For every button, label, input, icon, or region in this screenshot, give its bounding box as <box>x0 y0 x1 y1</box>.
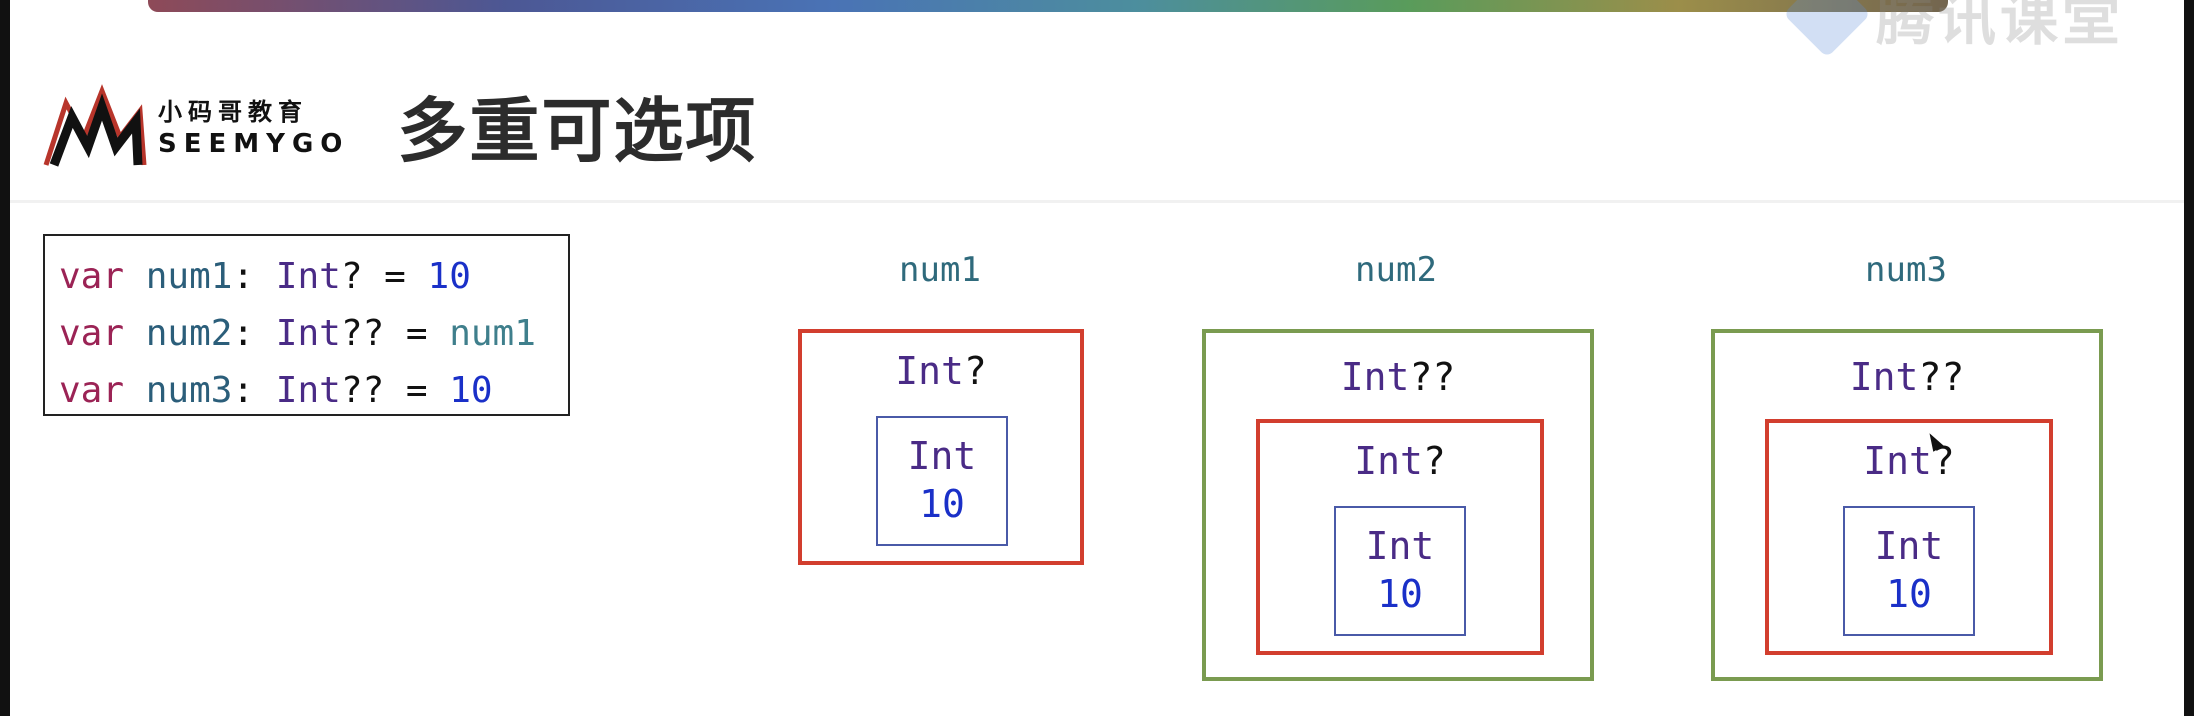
watermark-text: 腾讯课堂 <box>1876 0 2125 53</box>
code-block: var num1: Int? = 10 var num2: Int?? = nu… <box>43 234 570 416</box>
colon: : <box>232 313 276 354</box>
colon: : <box>232 256 276 297</box>
value-type: Int <box>1365 524 1435 568</box>
value-type: Int <box>907 434 977 478</box>
logo-mountain-icon <box>43 84 147 167</box>
assigned-value: 10 <box>427 256 471 297</box>
optional-mark: ? <box>963 349 987 393</box>
keyword: var <box>59 313 125 354</box>
watermark: 腾讯课堂 <box>1783 0 2125 58</box>
optional-mark: ?? <box>1409 355 1456 399</box>
value: 10 <box>1377 572 1423 616</box>
num2-optional-box: Int? Int 10 <box>1256 419 1544 655</box>
type-name: Int <box>1354 439 1423 483</box>
page-title: 多重可选项 <box>397 89 758 172</box>
logo-text: 小码哥教育 SEEMYGO <box>158 92 349 159</box>
value: 10 <box>919 482 965 526</box>
num3-optional-box: Int? Int 10 <box>1765 419 2053 655</box>
num3-double-optional-box: Int?? Int? Int 10 <box>1711 329 2103 681</box>
num1-label: num1 <box>899 250 981 290</box>
variable-name: num2 <box>145 313 233 354</box>
num3-mid-type: Int? <box>1769 439 2049 483</box>
num2-mid-type: Int? <box>1260 439 1540 483</box>
num2-value-box: Int 10 <box>1334 506 1466 636</box>
variable-name: num1 <box>145 256 233 297</box>
slide-header: 小码哥教育 SEEMYGO 多重可选项 <box>40 70 757 180</box>
value-type: Int <box>1874 524 1944 568</box>
keyword: var <box>59 256 125 297</box>
left-edge-bar <box>0 0 10 716</box>
variable-name: num3 <box>145 370 233 411</box>
equals: = <box>362 256 428 297</box>
watermark-logo-icon <box>1783 0 1871 58</box>
type-name: Int <box>275 256 341 297</box>
type-name: Int <box>1849 355 1919 399</box>
type-name: Int <box>895 349 964 393</box>
type-name: Int <box>1863 439 1932 483</box>
optional-mark: ?? <box>340 370 385 411</box>
code-line-2: var num2: Int?? = num1 <box>59 305 568 362</box>
keyword: var <box>59 370 125 411</box>
num1-value-box: Int 10 <box>876 416 1008 546</box>
type-name: Int <box>275 313 341 354</box>
optional-mark: ?? <box>340 313 385 354</box>
value: 10 <box>1886 572 1932 616</box>
top-color-strip <box>0 0 2194 12</box>
code-line-3: var num3: Int?? = 10 <box>59 362 568 419</box>
code-line-1: var num1: Int? = 10 <box>59 248 568 305</box>
optional-mark: ? <box>1931 439 1955 483</box>
num1-outer-type: Int? <box>802 349 1080 393</box>
num3-label: num3 <box>1865 250 1947 290</box>
logo: 小码哥教育 SEEMYGO <box>40 81 349 169</box>
logo-english-name: SEEMYGO <box>158 128 350 159</box>
num2-double-optional-box: Int?? Int? Int 10 <box>1202 329 1594 681</box>
assigned-value: num1 <box>449 313 536 354</box>
logo-chinese-name: 小码哥教育 <box>158 97 308 126</box>
num2-label: num2 <box>1355 250 1437 290</box>
header-divider <box>10 200 2184 203</box>
type-name: Int <box>1340 355 1410 399</box>
num2-outer-type: Int?? <box>1206 355 1590 399</box>
equals: = <box>384 370 450 411</box>
num3-value-box: Int 10 <box>1843 506 1975 636</box>
equals: = <box>384 313 450 354</box>
optional-mark: ? <box>1422 439 1446 483</box>
optional-mark: ? <box>340 256 363 297</box>
right-edge-bar <box>2184 0 2194 716</box>
num3-outer-type: Int?? <box>1715 355 2099 399</box>
type-name: Int <box>275 370 341 411</box>
top-color-band <box>148 0 1948 12</box>
assigned-value: 10 <box>449 370 493 411</box>
optional-mark: ?? <box>1918 355 1965 399</box>
colon: : <box>232 370 276 411</box>
num1-optional-box: Int? Int 10 <box>798 329 1084 565</box>
